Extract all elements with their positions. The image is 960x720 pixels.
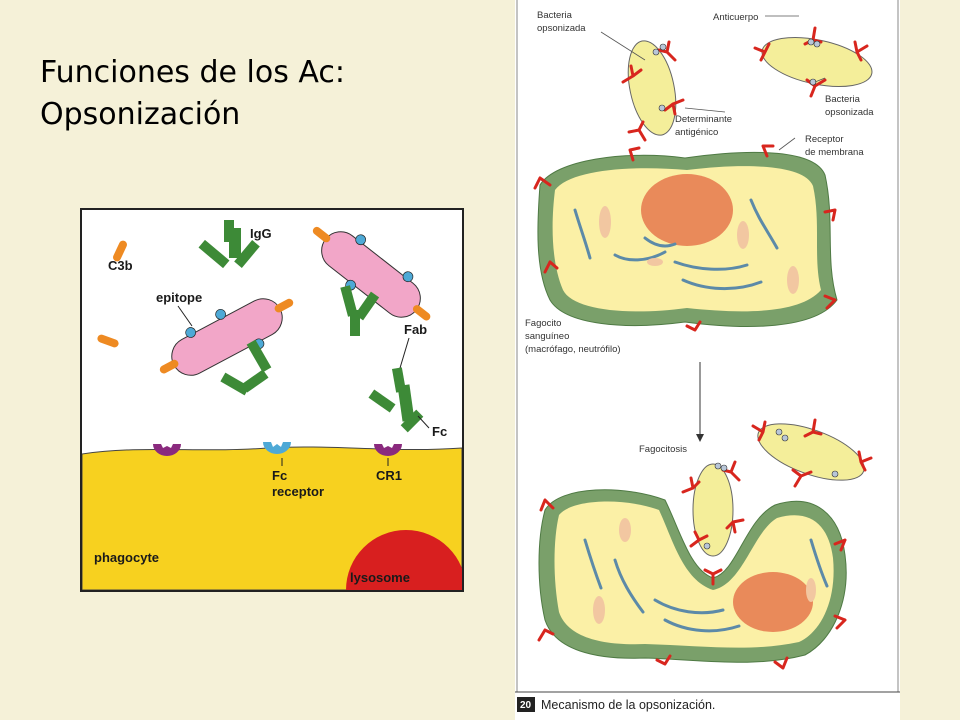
phagocyte-bottom [537, 489, 847, 670]
opsonization-schematic: IgG C3b epitope Fab Fc Fc receptor CR1 p… [80, 208, 464, 592]
figure-number-badge [517, 697, 535, 712]
cr1-receptor [374, 444, 402, 456]
slide-title-line-2: Opsonización [40, 97, 241, 132]
phagocyte-top [533, 144, 838, 332]
label-antigenic-determinant-1: Determinante [675, 114, 732, 125]
label-epitope: epitope [156, 290, 202, 305]
label-c3b: C3b [108, 258, 133, 273]
label-fab: Fab [404, 322, 427, 337]
label-fc: Fc [432, 424, 447, 439]
label-fc-receptor-2: receptor [272, 484, 324, 499]
igg-antibody-free [198, 220, 260, 269]
opsonization-mechanism-figure: Bacteria opsonizada Anticuerpo Bacteria … [515, 0, 900, 720]
lysosome [346, 530, 462, 590]
label-igg: IgG [250, 226, 272, 241]
label-bacteria-opsonized-right-1: Bacteria [825, 94, 861, 105]
label-antigenic-determinant-2: antigénico [675, 127, 718, 138]
label-bacteria-opsonized-right-2: opsonizada [825, 107, 874, 118]
bacterium-being-engulfed [681, 460, 745, 586]
label-membrane-receptor-1: Receptor [805, 134, 844, 145]
label-phagocyte-3: (macrófago, neutrófilo) [525, 344, 621, 355]
fc-receptor [263, 442, 291, 454]
label-phagocyte-1: Fagocito [525, 318, 561, 329]
c3b-fragment [113, 240, 127, 262]
label-lysosome: lysosome [350, 570, 410, 585]
cr1-receptor-left [153, 444, 181, 456]
igg-antibody-fab-fc [368, 367, 424, 433]
opsonization-mechanism-svg: Bacteria opsonizada Anticuerpo Bacteria … [515, 0, 900, 712]
label-bacteria-opsonized-left-1: Bacteria [537, 10, 573, 21]
bacterium-top-right [753, 26, 873, 98]
igg-antibody-bound-right [340, 285, 380, 336]
igg-antibody-bound-left [220, 339, 272, 396]
label-membrane-receptor-2: de membrana [805, 147, 864, 158]
bacterium-top-left [621, 40, 685, 142]
label-bacteria-opsonized-left-2: opsonizada [537, 23, 586, 34]
bacterium-opsonized-left [159, 298, 294, 376]
bacterium-opsonized-right [312, 226, 431, 321]
opsonization-schematic-svg: IgG C3b epitope Fab Fc Fc receptor CR1 p… [82, 220, 462, 590]
label-antibody: Anticuerpo [713, 12, 758, 23]
figure-caption: Mecanismo de la opsonización. [541, 698, 715, 712]
slide-title: Funciones de los Ac: Opsonización [40, 52, 345, 136]
figure-number: 20 [520, 700, 532, 711]
organelles-top [573, 198, 779, 290]
label-fc-receptor-1: Fc [272, 468, 287, 483]
label-phagocyte: phagocyte [94, 550, 159, 565]
label-phagocyte-2: sanguíneo [525, 331, 569, 342]
slide-title-line-1: Funciones de los Ac: [40, 55, 345, 90]
bacterium-middle-right [751, 418, 873, 488]
label-cr1: CR1 [376, 468, 402, 483]
label-phagocytosis: Fagocitosis [639, 444, 687, 455]
c3b-fragment-2 [97, 334, 119, 348]
